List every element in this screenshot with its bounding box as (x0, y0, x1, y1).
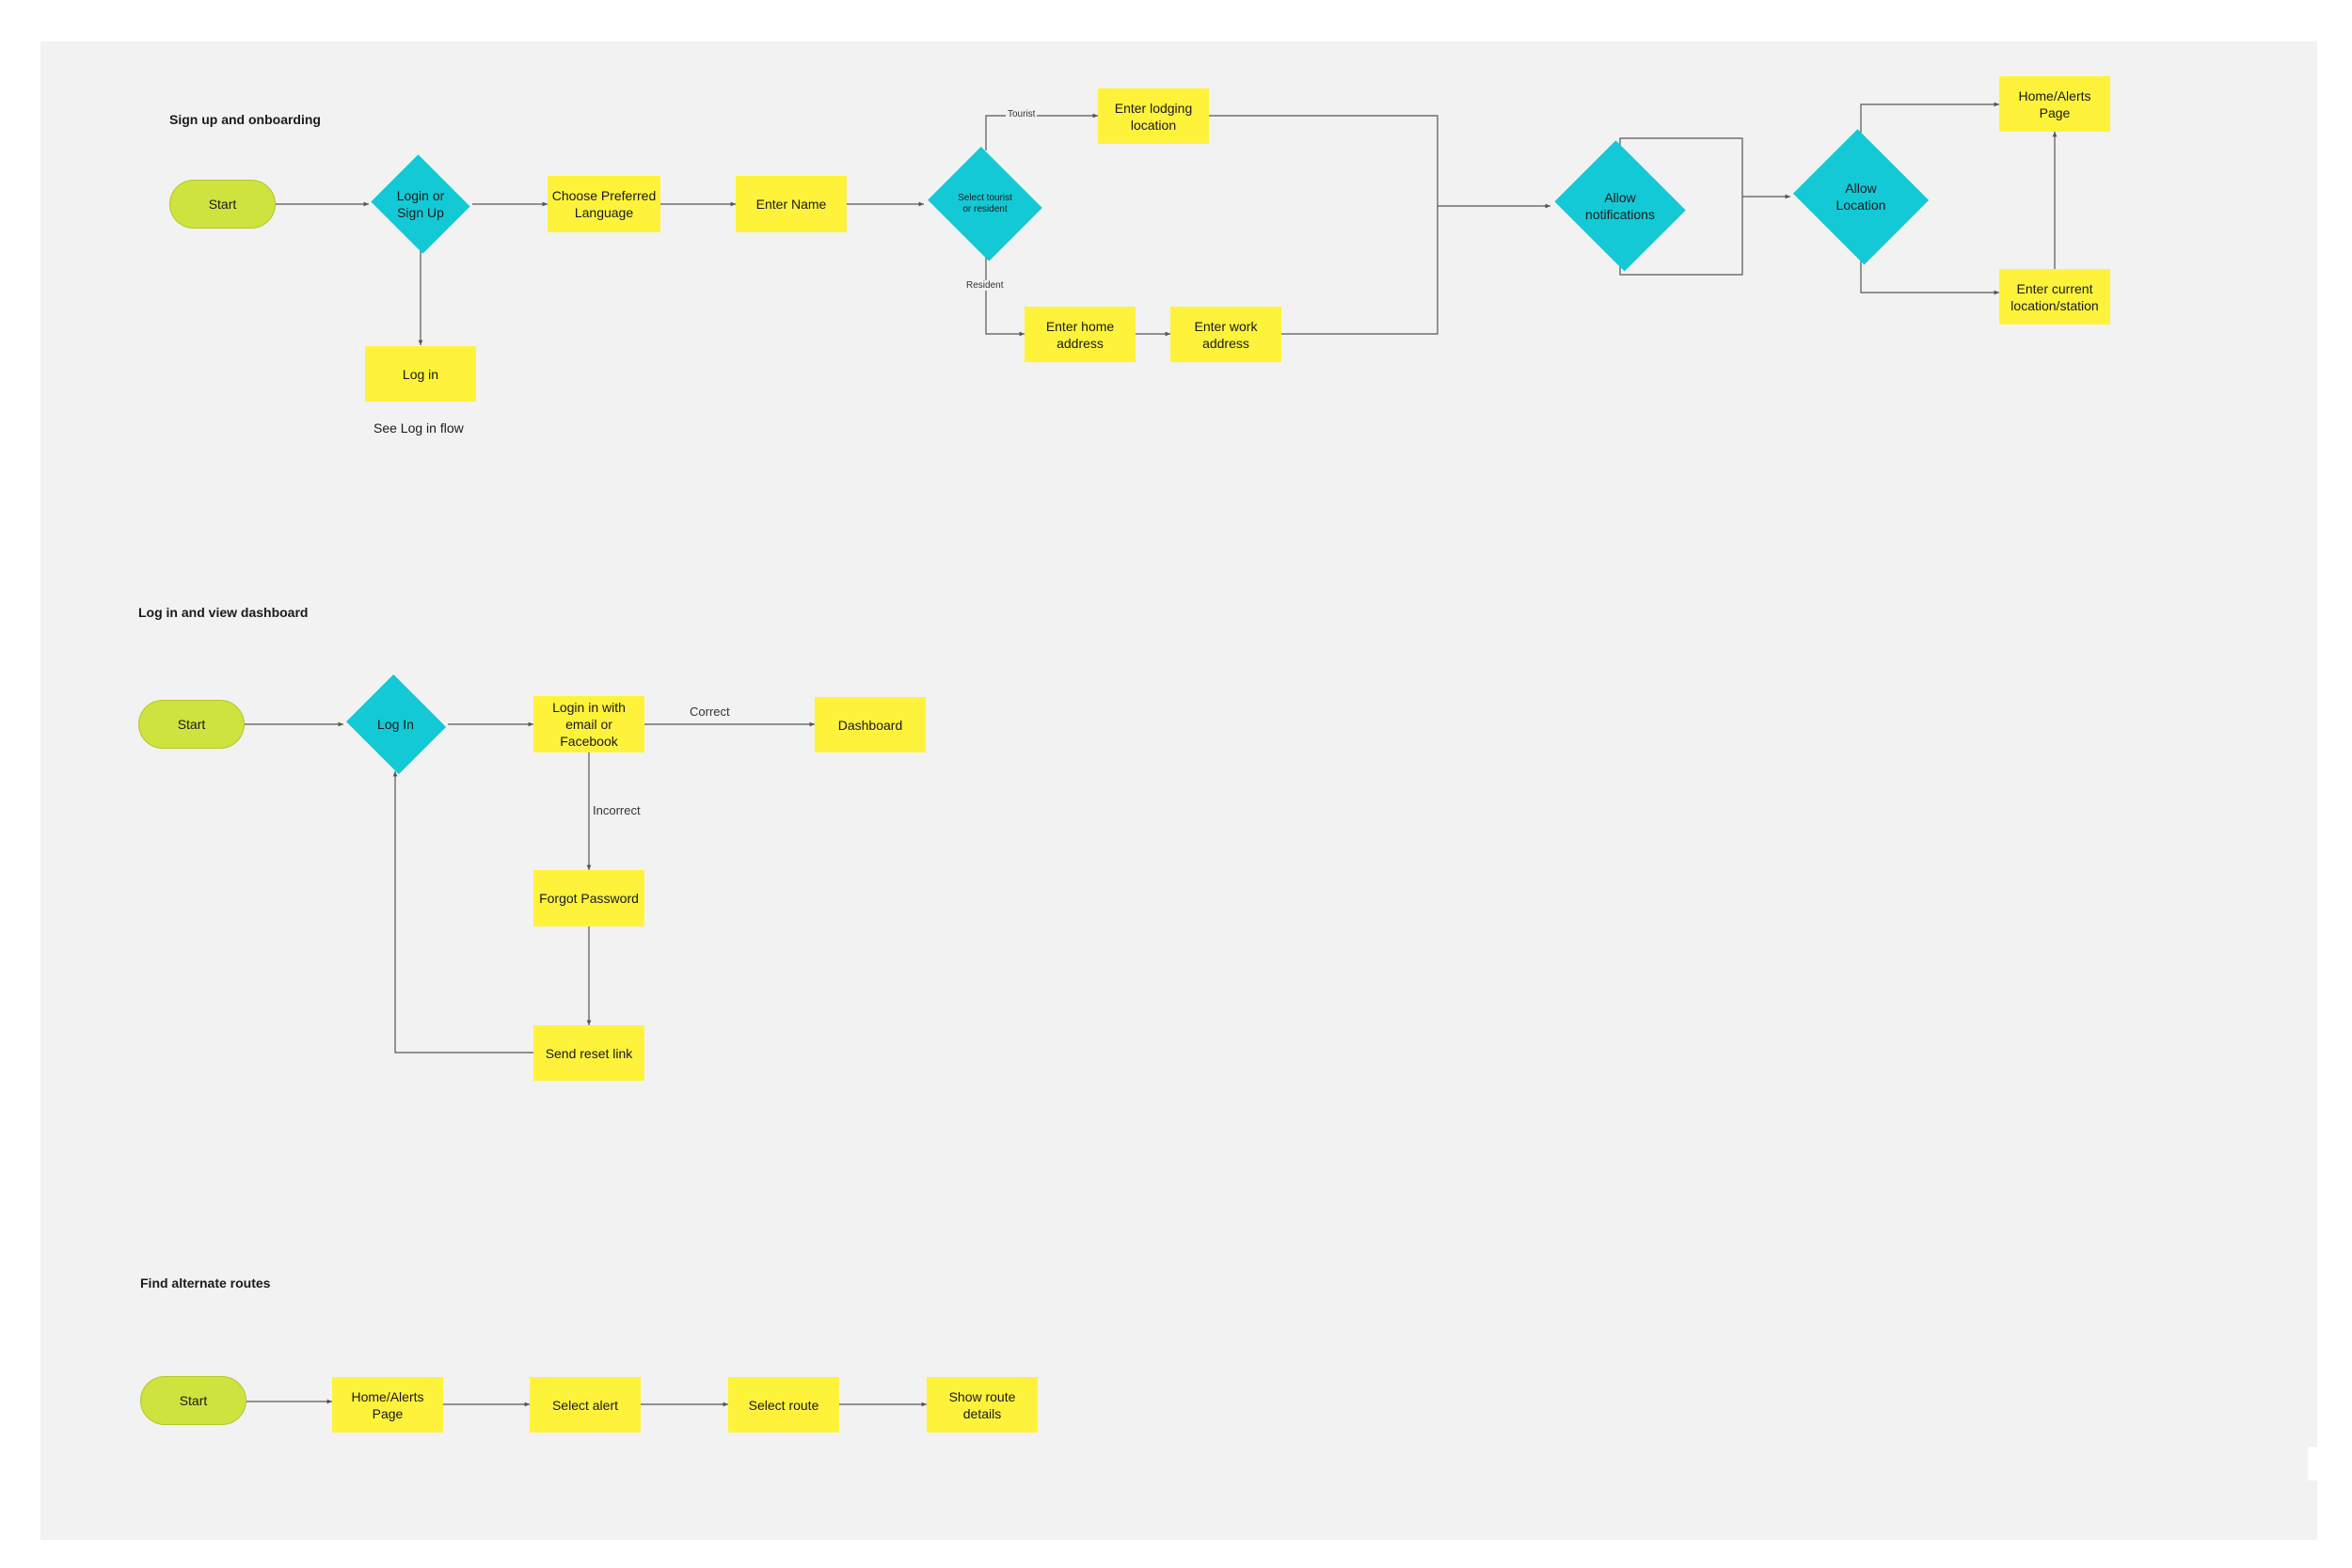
sticky-forgot-password[interactable]: Forgot Password (533, 870, 644, 927)
sticky-enter-work-address[interactable]: Enter work address (1170, 307, 1281, 362)
edge-location-current (1860, 261, 1999, 295)
edge-lodging-merge (1209, 115, 1438, 206)
section-heading-login: Log in and view dashboard (138, 605, 309, 620)
sticky-choose-language[interactable]: Choose Preferred Language (548, 176, 660, 232)
sticky-login-email-facebook[interactable]: Login in with email or Facebook (533, 696, 644, 752)
edge-label-resident: Resident (964, 280, 1006, 291)
canvas-board (40, 41, 2317, 1540)
edge-label-incorrect: Incorrect (591, 803, 643, 817)
sticky-home-alerts-page[interactable]: Home/Alerts Page (1999, 76, 2110, 132)
note-see-login-flow: See Log in flow (373, 420, 464, 436)
sticky-select-alert[interactable]: Select alert (530, 1377, 641, 1433)
edge-select-lodging (985, 113, 1098, 150)
decision-log-in[interactable]: Log In (343, 677, 448, 771)
decision-login-or-signup[interactable]: Login or Sign Up (369, 157, 472, 251)
edge-work-merge (1281, 206, 1438, 335)
edge-reset-login (392, 771, 533, 1053)
edge-label-correct: Correct (688, 705, 732, 719)
edge-label-tourist: Tourist (1006, 109, 1038, 119)
sticky-log-in[interactable]: Log in (365, 346, 476, 402)
start-node-signup[interactable]: Start (169, 180, 276, 229)
sticky-enter-name[interactable]: Enter Name (736, 176, 847, 232)
sticky-show-route-details[interactable]: Show route details (927, 1377, 1038, 1433)
section-heading-routes: Find alternate routes (140, 1275, 271, 1291)
sticky-enter-current-location[interactable]: Enter current location/station (1999, 269, 2110, 325)
edge-select-home (985, 257, 1025, 337)
start-node-routes[interactable]: Start (140, 1376, 246, 1425)
section-heading-signup: Sign up and onboarding (169, 112, 321, 127)
sticky-home-alerts-page-routes[interactable]: Home/Alerts Page (332, 1377, 443, 1433)
sticky-enter-home-address[interactable]: Enter home address (1025, 307, 1136, 362)
sticky-dashboard[interactable]: Dashboard (815, 697, 926, 752)
sticky-send-reset-link[interactable]: Send reset link (533, 1025, 644, 1081)
scroll-handle[interactable] (2308, 1447, 2317, 1481)
decision-allow-location[interactable]: Allow Location (1790, 133, 1931, 261)
decision-tourist-or-resident[interactable]: Select tourist or resident (924, 150, 1046, 257)
sticky-select-route[interactable]: Select route (728, 1377, 839, 1433)
edge-location-home (1860, 102, 1999, 133)
decision-allow-notifications[interactable]: Allow notifications (1550, 145, 1690, 267)
edge-notif-top-branch (1619, 137, 1743, 197)
start-node-login[interactable]: Start (138, 700, 245, 749)
edge-notif-bottom-branch (1619, 197, 1743, 276)
sticky-enter-lodging[interactable]: Enter lodging location (1098, 88, 1209, 144)
